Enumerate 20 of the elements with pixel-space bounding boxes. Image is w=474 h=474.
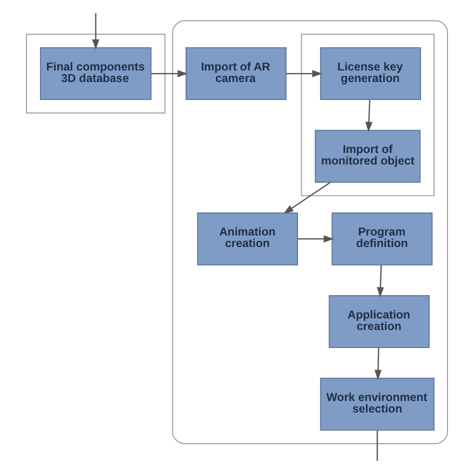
arrow bbox=[376, 264, 384, 298]
node-box: Import of AR camera bbox=[186, 47, 286, 100]
arrow bbox=[286, 70, 322, 78]
connector bbox=[376, 430, 378, 461]
node-box: License key generation bbox=[320, 47, 422, 100]
cluster bbox=[300, 34, 434, 196]
arrow bbox=[92, 13, 100, 50]
node-box: Import of monitored object bbox=[314, 130, 421, 183]
arrow bbox=[374, 348, 382, 380]
node-box: Animation creation bbox=[197, 212, 298, 266]
node-box: Program definition bbox=[332, 212, 433, 266]
node-box: Work environment selection bbox=[320, 378, 434, 431]
node-box: Application creation bbox=[328, 295, 430, 348]
arrow bbox=[298, 235, 334, 242]
cluster bbox=[172, 20, 448, 444]
arrow bbox=[365, 100, 372, 132]
node-box: Final components 3D database bbox=[40, 47, 152, 100]
arrow bbox=[283, 182, 331, 214]
cluster bbox=[26, 34, 166, 114]
arrow bbox=[151, 70, 188, 78]
